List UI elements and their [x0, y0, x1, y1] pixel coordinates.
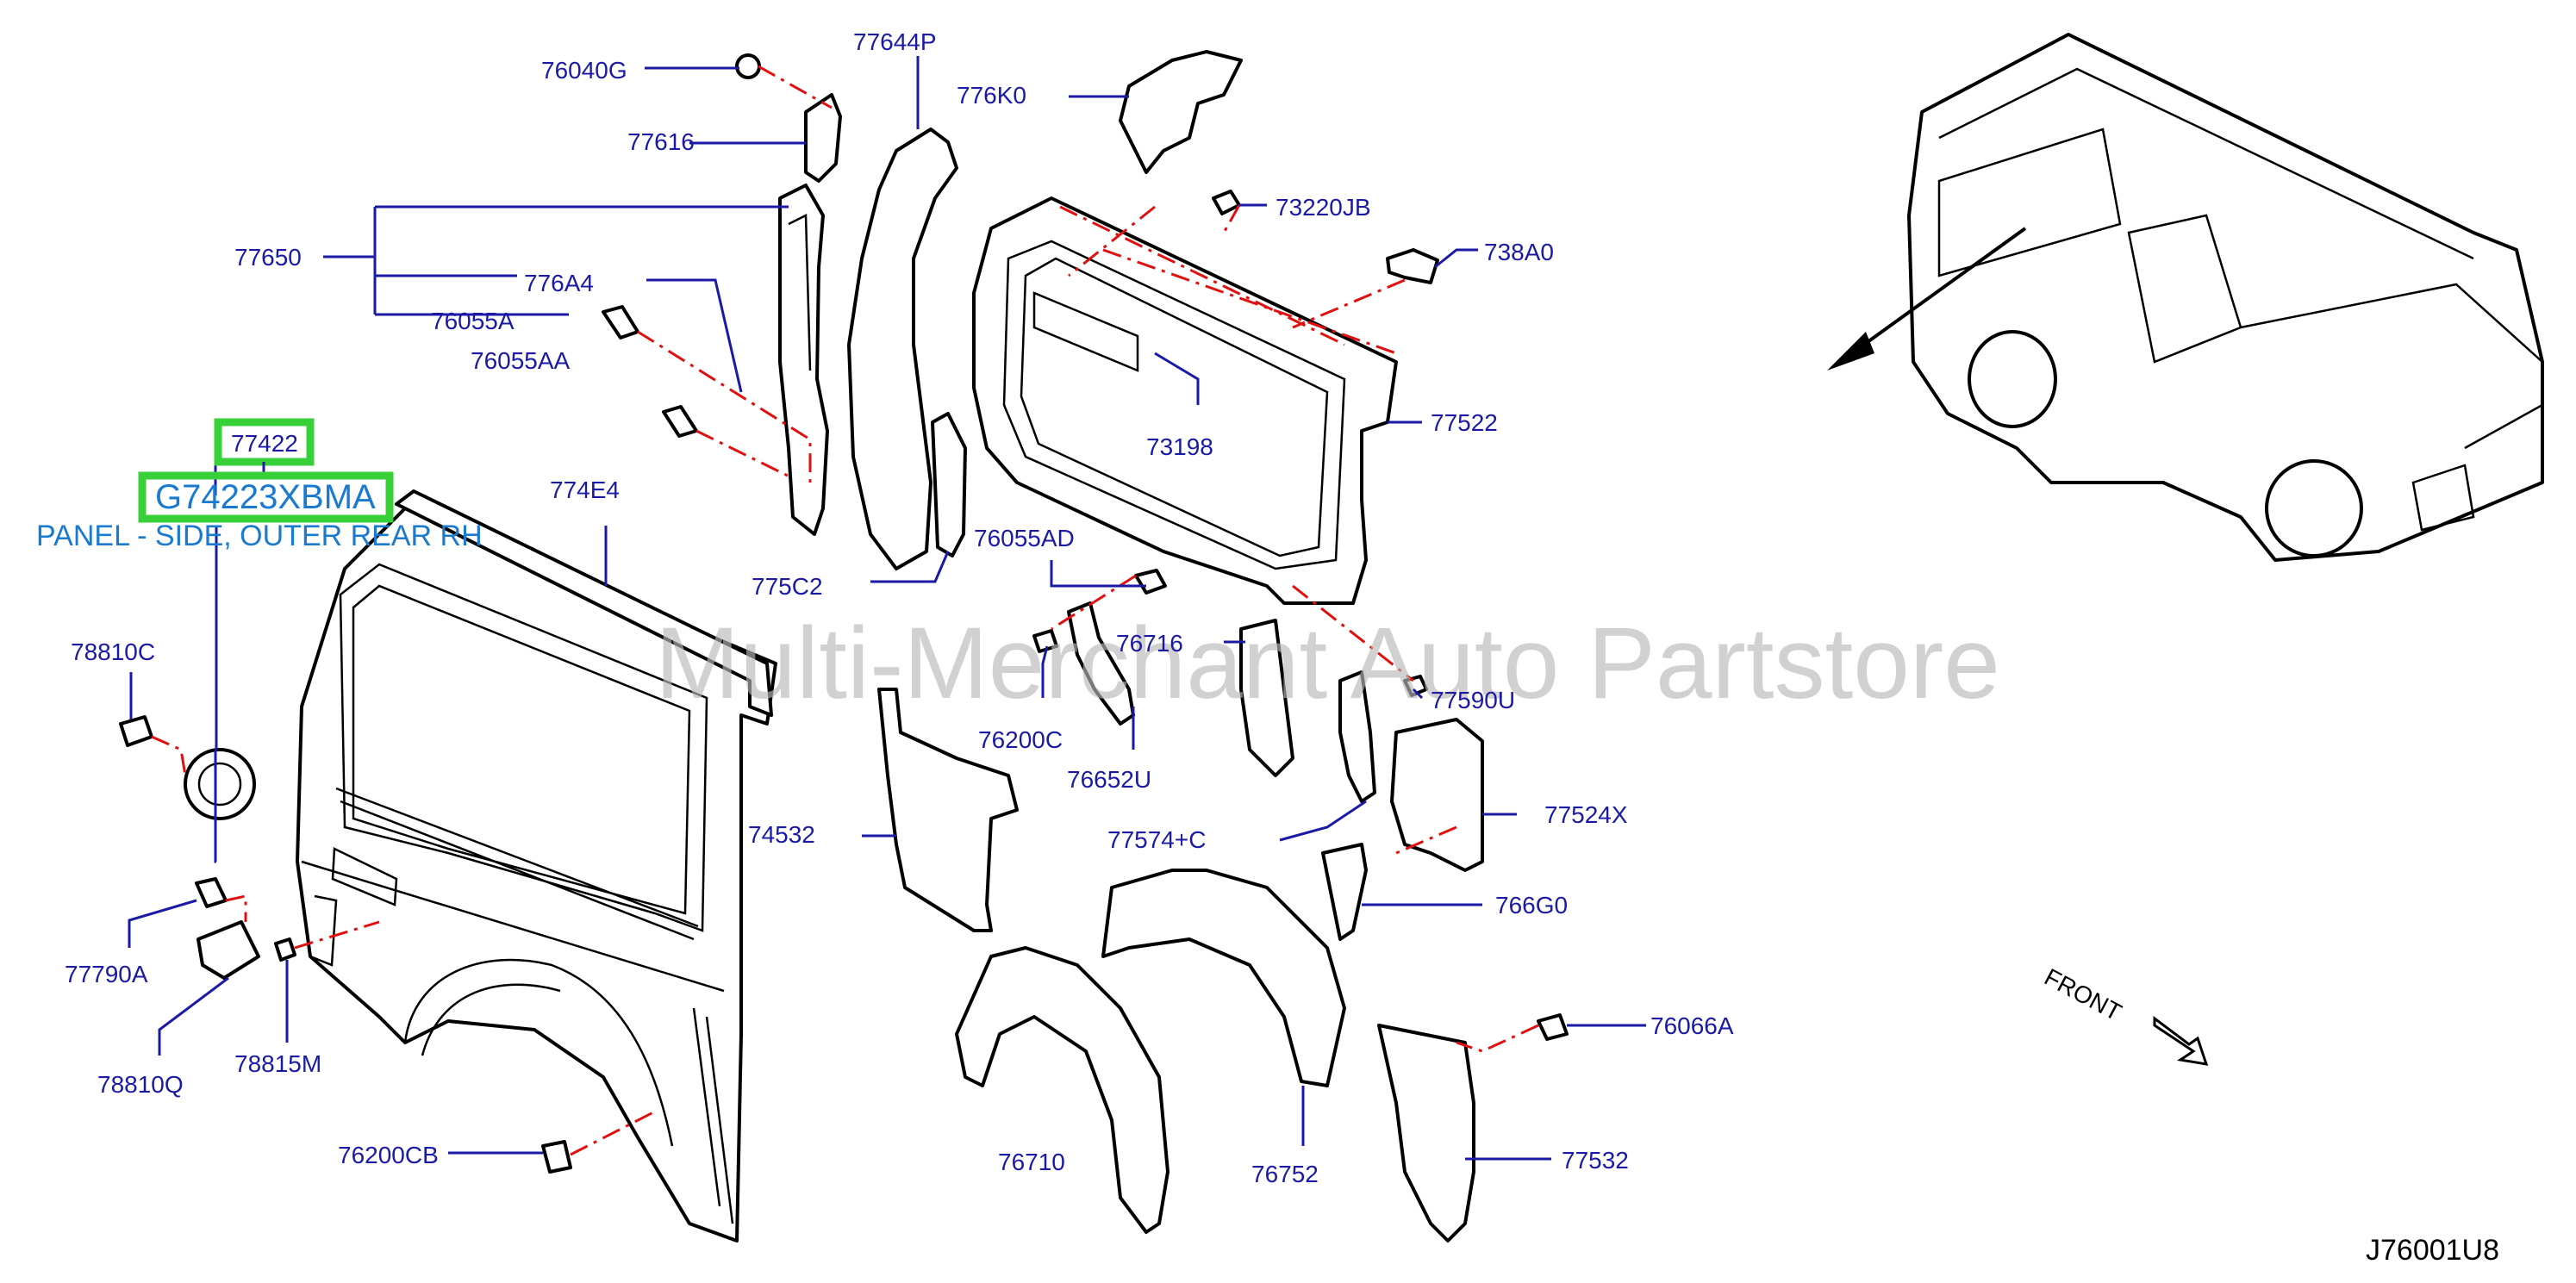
- part-labels: 76040G 77644P 776K0 77616 77650 776A4 76…: [65, 28, 1734, 1187]
- bolt-76055ad-drawing: [1134, 569, 1167, 595]
- label-77522: 77522: [1431, 409, 1498, 436]
- label-776k0: 776K0: [957, 82, 1026, 109]
- label-776a4: 776A4: [524, 270, 594, 296]
- leader-lines: [128, 56, 1646, 1161]
- clip-76200c-drawing: [1032, 629, 1058, 653]
- panel-77532-drawing: [1377, 1024, 1475, 1243]
- highlight-part-number[interactable]: G74223XBMA: [155, 478, 376, 516]
- bracket-775c2-drawing: [931, 412, 967, 557]
- van-overview-drawing: [1907, 33, 2544, 562]
- part-drawings: [119, 33, 2544, 1243]
- filler-housing-78810c-drawing: [184, 748, 256, 820]
- bracket-77574c-drawing: [1338, 670, 1376, 803]
- bracket-766g0-drawing: [1321, 843, 1368, 941]
- side-outer-panel-drawing: [296, 507, 777, 1243]
- panel-77524x-drawing: [1390, 718, 1484, 872]
- label-74532: 74532: [748, 821, 815, 848]
- label-76716: 76716: [1116, 630, 1183, 657]
- bracket-776k0-drawing: [1119, 50, 1243, 174]
- direction-arrowhead-icon: [1827, 332, 1874, 371]
- clip-77590u-drawing: [1403, 675, 1428, 697]
- clip-76200cb-drawing: [541, 1140, 572, 1174]
- label-78815m: 78815M: [234, 1050, 321, 1077]
- roof-rail-drawing: [395, 489, 773, 717]
- label-76710: 76710: [998, 1149, 1065, 1175]
- label-76040g: 76040G: [541, 57, 627, 84]
- panel-74532-drawing: [877, 688, 1019, 932]
- label-76055a: 76055A: [431, 308, 515, 334]
- cap-78810c-drawing: [119, 715, 153, 747]
- highlight-part-number-box: [138, 471, 394, 523]
- pillar-77644p-drawing: [847, 128, 958, 570]
- label-78810q: 78810Q: [97, 1071, 184, 1098]
- wheelhouse-inner-drawing: [1101, 869, 1346, 1087]
- lid-78810q-drawing: [196, 920, 260, 980]
- label-76055aa: 76055AA: [471, 347, 571, 374]
- label-73198: 73198: [1146, 433, 1213, 460]
- label-78810c: 78810C: [71, 638, 155, 665]
- label-77644p: 77644P: [853, 28, 937, 55]
- label-76752: 76752: [1251, 1161, 1319, 1187]
- label-76066a: 76066A: [1650, 1012, 1734, 1039]
- label-775c2: 775C2: [752, 573, 823, 600]
- bolt-76066a-drawing: [1537, 1013, 1569, 1041]
- label-77650: 77650: [234, 244, 302, 271]
- wheel-arch-drawing: [955, 946, 1169, 1234]
- front-label: FRONT: [2040, 963, 2126, 1026]
- label-77590u: 77590U: [1431, 687, 1515, 713]
- diagram-code: J76001U8: [2366, 1234, 2499, 1267]
- front-arrow-icon: [2153, 1016, 2209, 1066]
- label-76652u: 76652U: [1067, 766, 1151, 793]
- highlight-callout[interactable]: 77422: [231, 430, 298, 457]
- label-766g0: 766G0: [1495, 892, 1568, 919]
- label-77524x: 77524X: [1544, 801, 1628, 828]
- screw-77790a-drawing: [195, 877, 228, 908]
- highlighted-part[interactable]: 77422 G74223XBMA PANEL - SIDE, OUTER REA…: [36, 418, 483, 552]
- rear-panel-frame-drawing: [972, 196, 1398, 605]
- hinge-78815m-drawing: [274, 937, 296, 962]
- bolt-76055a-drawing: [602, 305, 639, 339]
- label-77616: 77616: [627, 128, 695, 155]
- bracket-738a0-drawing: [1386, 248, 1439, 284]
- label-76200c: 76200C: [978, 726, 1063, 753]
- label-738a0: 738A0: [1484, 239, 1554, 265]
- highlight-description: PANEL - SIDE, OUTER REAR RH: [36, 520, 483, 552]
- direction-arrow-shaft: [1838, 227, 2027, 364]
- label-774e4: 774E4: [550, 476, 620, 503]
- assembly-lines: [151, 65, 1539, 1156]
- label-73220jb: 73220JB: [1276, 194, 1371, 221]
- rear-pillar-drawing: [778, 93, 842, 536]
- label-77790a: 77790A: [65, 961, 148, 987]
- grommet-76040g-drawing: [735, 53, 761, 79]
- label-76055ad: 76055AD: [974, 525, 1075, 551]
- watermark: Multi-Merchant Auto Partstore: [655, 607, 2000, 720]
- label-77574c: 77574+C: [1107, 826, 1206, 853]
- bolt-76055aa-drawing: [662, 405, 698, 438]
- label-77532: 77532: [1562, 1147, 1629, 1174]
- label-76200cb: 76200CB: [338, 1142, 439, 1168]
- bracket-76716-drawing: [1239, 619, 1294, 777]
